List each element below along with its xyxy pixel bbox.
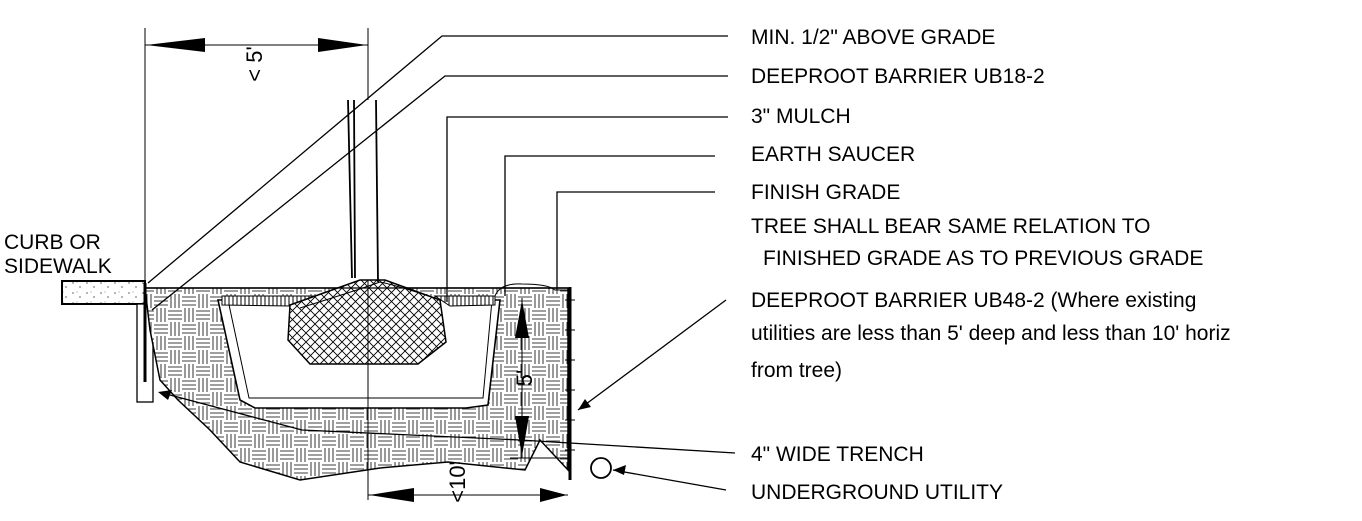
label-tree-relation-2: FINISHED GRADE AS TO PREVIOUS GRADE (763, 247, 1203, 270)
pit-inner-line (227, 299, 493, 399)
label-utility: UNDERGROUND UTILITY (751, 481, 1003, 504)
label-barrier-ub48-2: utilities are less than 5' deep and less… (751, 322, 1231, 345)
label-curb-1: CURB OR (4, 231, 101, 254)
label-mulch: 3" MULCH (751, 105, 851, 128)
top-arrow-left (146, 38, 205, 52)
label-curb-2: SIDEWALK (4, 255, 112, 278)
leader-lines (147, 35, 736, 491)
leader-arrowhead-utility (613, 465, 626, 475)
root-flare (299, 281, 441, 309)
label-min-above-grade: MIN. 1/2" ABOVE GRADE (751, 26, 995, 49)
underground-utility (590, 457, 612, 479)
label-tree-relation-1: TREE SHALL BEAR SAME RELATION TO (751, 215, 1151, 238)
bottom-arrow-left (369, 488, 414, 502)
dimension-depth: 5' (512, 370, 537, 386)
label-barrier-ub18: DEEPROOT BARRIER UB18-2 (751, 65, 1045, 88)
mulch-layer-right (433, 295, 496, 307)
dimension-bottom: <10' (445, 461, 470, 503)
tree-trunk (347, 99, 379, 283)
label-trench: 4" WIDE TRENCH (751, 443, 924, 466)
label-finish-grade: FINISH GRADE (751, 181, 900, 204)
top-arrow-right (318, 38, 367, 52)
leader-arrowhead-barrier (578, 399, 591, 410)
leader-arrowhead-trench (158, 390, 172, 400)
barrier-ticks (565, 299, 575, 451)
depth-arrow-bottom (515, 416, 529, 456)
label-earth-saucer: EARTH SAUCER (751, 143, 915, 166)
curb-slab (61, 280, 146, 305)
depth-arrow-top (515, 300, 529, 338)
label-barrier-ub48-1: DEEPROOT BARRIER UB48-2 (Where existing (751, 289, 1196, 312)
bottom-arrow-right (540, 488, 567, 502)
label-barrier-ub48-3: from tree) (751, 359, 842, 382)
dimension-top: < 5' (242, 46, 267, 81)
